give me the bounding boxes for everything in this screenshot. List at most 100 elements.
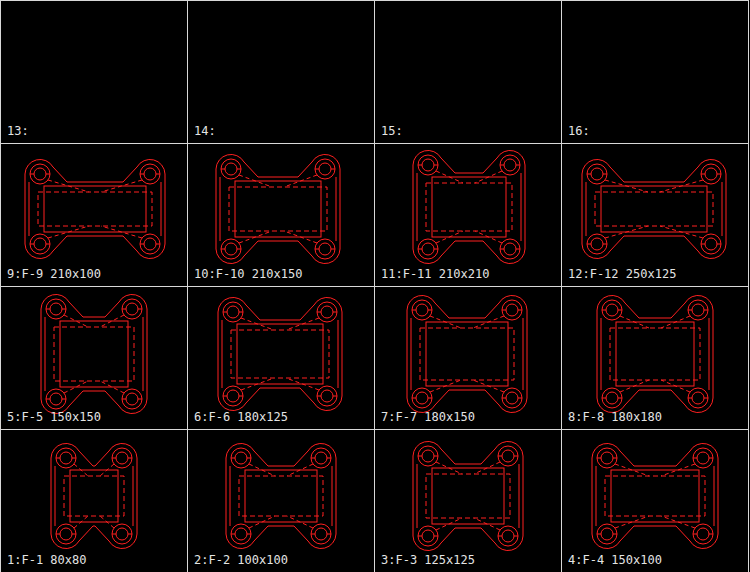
inner-frame <box>616 322 694 386</box>
hole-bore <box>321 390 333 402</box>
hole-bore <box>422 243 434 255</box>
hole-ring <box>418 446 438 466</box>
flange-shape <box>407 295 527 412</box>
hole-tick <box>717 174 721 175</box>
hidden-line <box>605 226 648 238</box>
hidden-line <box>436 462 462 474</box>
flange-shape <box>51 443 137 548</box>
hole-tick <box>587 244 591 245</box>
drawing-cell: 10:F-10 210x150 <box>187 143 375 287</box>
hidden-line <box>286 318 319 330</box>
hole-bore <box>601 452 613 464</box>
hole-bore <box>116 452 128 464</box>
hole-tick <box>237 169 241 170</box>
hole-ring <box>56 448 76 468</box>
hole-bore <box>502 450 514 462</box>
cell-label: 2:F-2 100x100 <box>194 553 288 567</box>
side-line <box>586 182 587 236</box>
hole-bore <box>692 304 704 316</box>
hole-tick <box>239 396 243 397</box>
hole-tick <box>223 312 227 313</box>
hole-bore <box>144 168 156 180</box>
hole-tick <box>72 534 76 535</box>
hole-ring <box>587 164 607 184</box>
hole-bore <box>144 238 156 250</box>
hole-ring <box>597 524 617 544</box>
hidden-line <box>661 316 690 328</box>
side-line <box>523 318 524 390</box>
hole-ring <box>315 239 335 259</box>
hole-tick <box>315 169 319 170</box>
hole-bore <box>601 528 613 540</box>
hole-tick <box>704 310 708 311</box>
hidden-frame <box>54 327 134 381</box>
hole-tick <box>327 534 331 535</box>
inner-frame <box>70 470 118 522</box>
hole-tick <box>72 458 76 459</box>
side-line <box>222 320 223 388</box>
hole-ring <box>140 234 160 254</box>
hole-tick <box>128 534 132 535</box>
hole-tick <box>418 165 422 166</box>
hole-bore <box>416 392 428 404</box>
hidden-frame <box>38 192 152 226</box>
side-line <box>519 464 520 528</box>
hidden-line <box>474 462 500 474</box>
hole-tick <box>46 174 50 175</box>
hole-ring <box>498 526 518 546</box>
hidden-frame <box>426 474 510 518</box>
hole-ring <box>587 234 607 254</box>
hole-tick <box>514 456 518 457</box>
hole-bore <box>506 392 518 404</box>
flange-shape <box>592 443 718 548</box>
hole-tick <box>128 458 132 459</box>
hole-ring <box>502 300 522 320</box>
hole-tick <box>317 396 321 397</box>
hole-tick <box>502 310 506 311</box>
plate-outline <box>413 150 525 263</box>
hole-tick <box>613 534 617 535</box>
inner-frame <box>432 468 504 524</box>
hole-tick <box>412 310 416 311</box>
hole-tick <box>613 458 617 459</box>
hidden-line <box>287 464 313 476</box>
hole-ring <box>418 155 438 175</box>
hole-ring <box>311 524 331 544</box>
hole-bore <box>321 306 333 318</box>
inner-frame <box>235 181 321 237</box>
hole-tick <box>709 458 713 459</box>
hole-tick <box>434 249 438 250</box>
hole-tick <box>418 536 422 537</box>
flange-shape <box>582 159 726 258</box>
hidden-frame <box>610 328 700 380</box>
hole-bore <box>235 452 247 464</box>
hole-bore <box>227 306 239 318</box>
hole-bore <box>591 238 603 250</box>
hidden-line <box>100 464 114 476</box>
side-line <box>709 318 710 390</box>
side-line <box>45 317 46 391</box>
drawing-cell: 14: <box>187 0 375 144</box>
hole-tick <box>603 244 607 245</box>
hole-bore <box>606 304 618 316</box>
hole-tick <box>434 536 438 537</box>
hole-ring <box>498 446 518 466</box>
drawing-cell: 9:F-9 210x100 <box>0 143 188 287</box>
hole-tick <box>62 399 66 400</box>
hole-tick <box>514 536 518 537</box>
hole-bore <box>504 243 516 255</box>
hole-ring <box>418 239 438 259</box>
hidden-line <box>660 226 703 238</box>
hidden-line <box>249 516 275 528</box>
drawing-cell: 1:F-1 80x80 <box>0 429 188 572</box>
cell-label: 4:F-4 150x100 <box>568 553 662 567</box>
hole-tick <box>412 398 416 399</box>
hidden-line <box>473 380 504 392</box>
hole-ring <box>112 524 132 544</box>
inner-frame <box>611 470 699 522</box>
side-line <box>143 317 144 391</box>
hole-ring <box>500 155 520 175</box>
hole-ring <box>602 300 622 320</box>
cell-label: 9:F-9 210x100 <box>7 267 101 281</box>
hidden-line <box>473 316 504 328</box>
